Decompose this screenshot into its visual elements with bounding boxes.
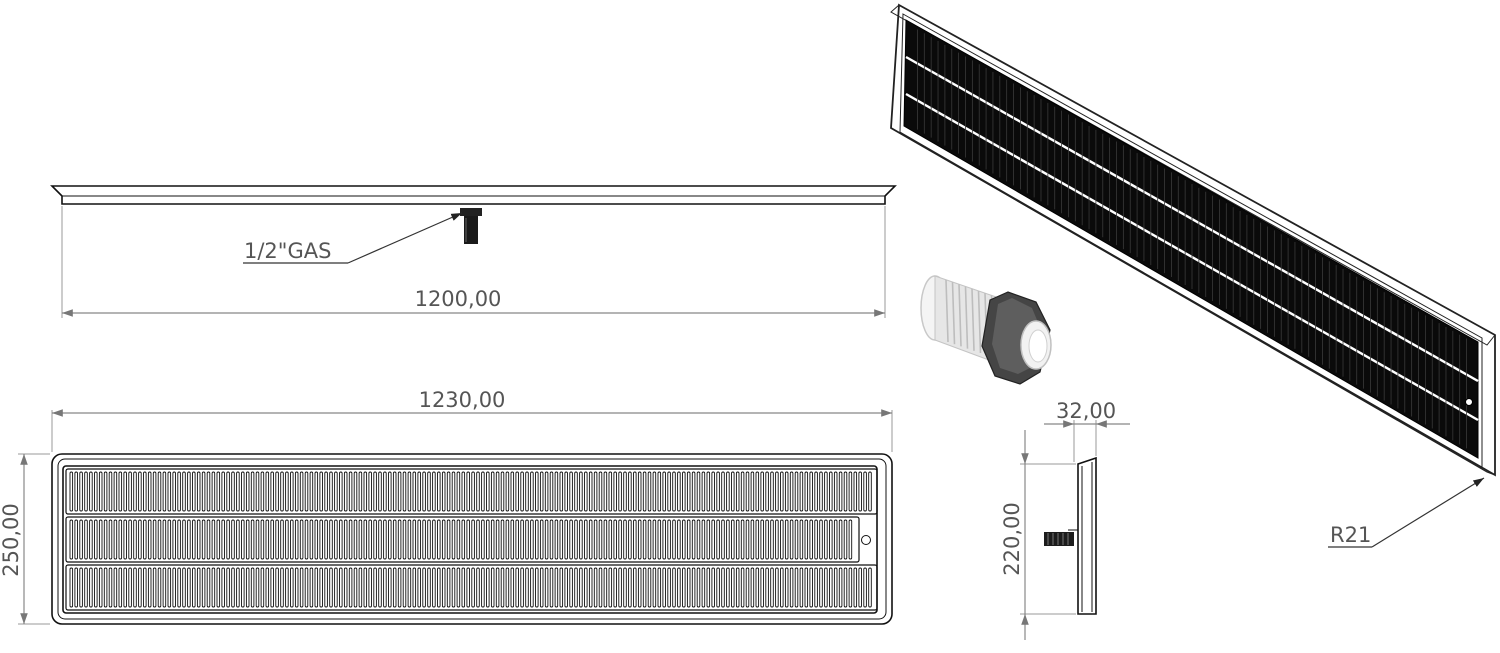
side-length-label: 1200,00 xyxy=(415,287,502,311)
top-width-label: 250,00 xyxy=(0,503,23,576)
end-view: 32,00 220,00 xyxy=(1000,399,1130,640)
depth-label: 32,00 xyxy=(1056,399,1116,423)
side-view: 1200,00 1/2"GAS xyxy=(50,185,897,318)
top-length-label: 1230,00 xyxy=(419,388,506,412)
iso-view: R21 xyxy=(890,3,1496,548)
radius-leader xyxy=(1371,477,1485,548)
top-view: 1230,00 250,00 xyxy=(0,388,893,625)
thread-label: 1/2"GAS xyxy=(244,239,331,263)
height-label: 220,00 xyxy=(1000,502,1024,575)
drain-fitting-3d xyxy=(920,275,1052,385)
radius-label: R21 xyxy=(1330,523,1371,547)
thread-leader xyxy=(347,212,463,264)
drain-slots xyxy=(65,468,878,611)
